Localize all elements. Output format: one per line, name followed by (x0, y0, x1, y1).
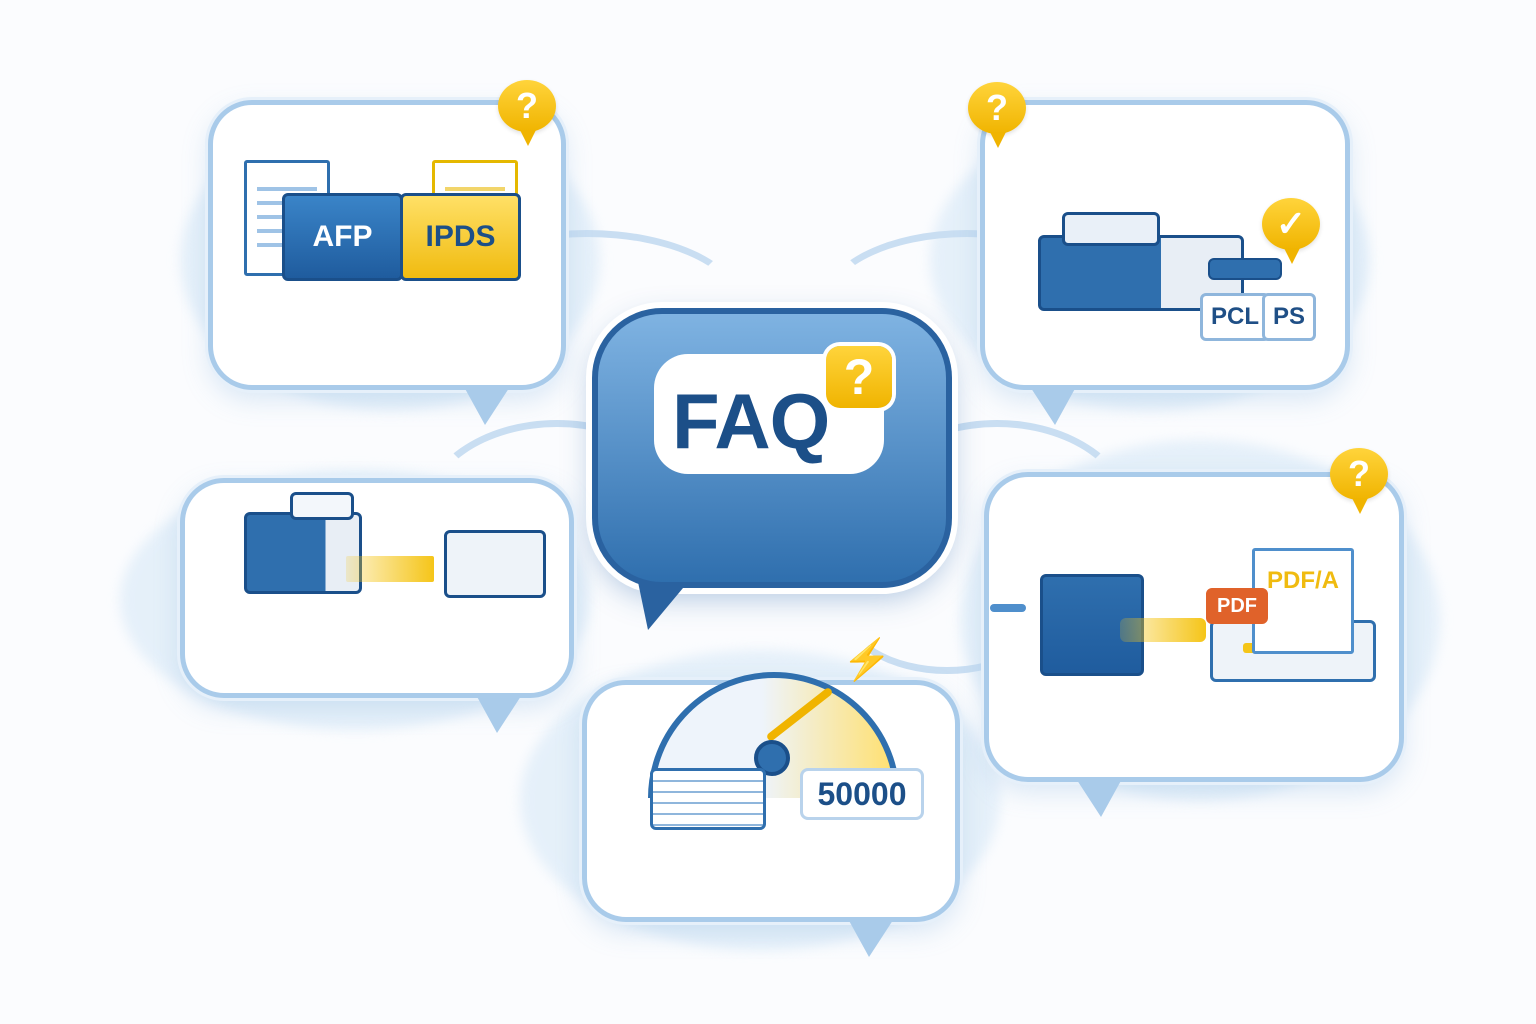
printer-icon (444, 530, 546, 598)
pdf-label: PDF (1206, 588, 1268, 624)
arrow-right-icon (1120, 618, 1206, 642)
bubble-tail (1075, 777, 1123, 817)
question-badge-icon: ? (968, 82, 1026, 148)
bubble-tail (638, 582, 688, 630)
question-badge-icon: ? (498, 80, 556, 146)
connector-line (860, 420, 1134, 614)
throughput-value: 50000 (800, 768, 924, 820)
arrow-right-icon (346, 556, 434, 582)
connector-line (420, 420, 694, 614)
printer-output-tray (1208, 258, 1282, 280)
bubble-tail (1029, 385, 1077, 425)
ps-label: PS (1262, 293, 1316, 341)
arrow-right-icon (990, 604, 1026, 612)
bubble-tail (847, 917, 895, 957)
printer-paper-tray (290, 492, 354, 520)
faq-center-bubble[interactable]: FAQ ? (592, 308, 952, 630)
connector-line (430, 230, 744, 384)
faq-title: FAQ (672, 377, 830, 465)
pcl-label: PCL (1200, 293, 1270, 341)
bubble-tail (475, 693, 523, 733)
printer-icon (244, 512, 362, 594)
ipds-puzzle-piece: IPDS (400, 193, 521, 281)
connector-line (820, 230, 1114, 384)
afp-puzzle-piece: AFP (282, 193, 403, 281)
question-badge-icon: ? (1330, 448, 1388, 514)
pdfa-document-icon: PDF/A (1252, 548, 1354, 654)
bubble-tail (463, 385, 511, 425)
paper-stack-icon (650, 768, 766, 830)
check-badge-icon: ✓ (1262, 198, 1320, 264)
printer-paper-tray (1062, 212, 1160, 246)
connector-line (840, 540, 1054, 674)
afp-label: AFP (312, 220, 373, 253)
question-badge-icon: ? (826, 346, 892, 408)
pdfa-label: PDF/A (1267, 567, 1339, 594)
ipds-label: IPDS (425, 220, 496, 253)
lightning-icon: ⚡ (842, 638, 892, 682)
